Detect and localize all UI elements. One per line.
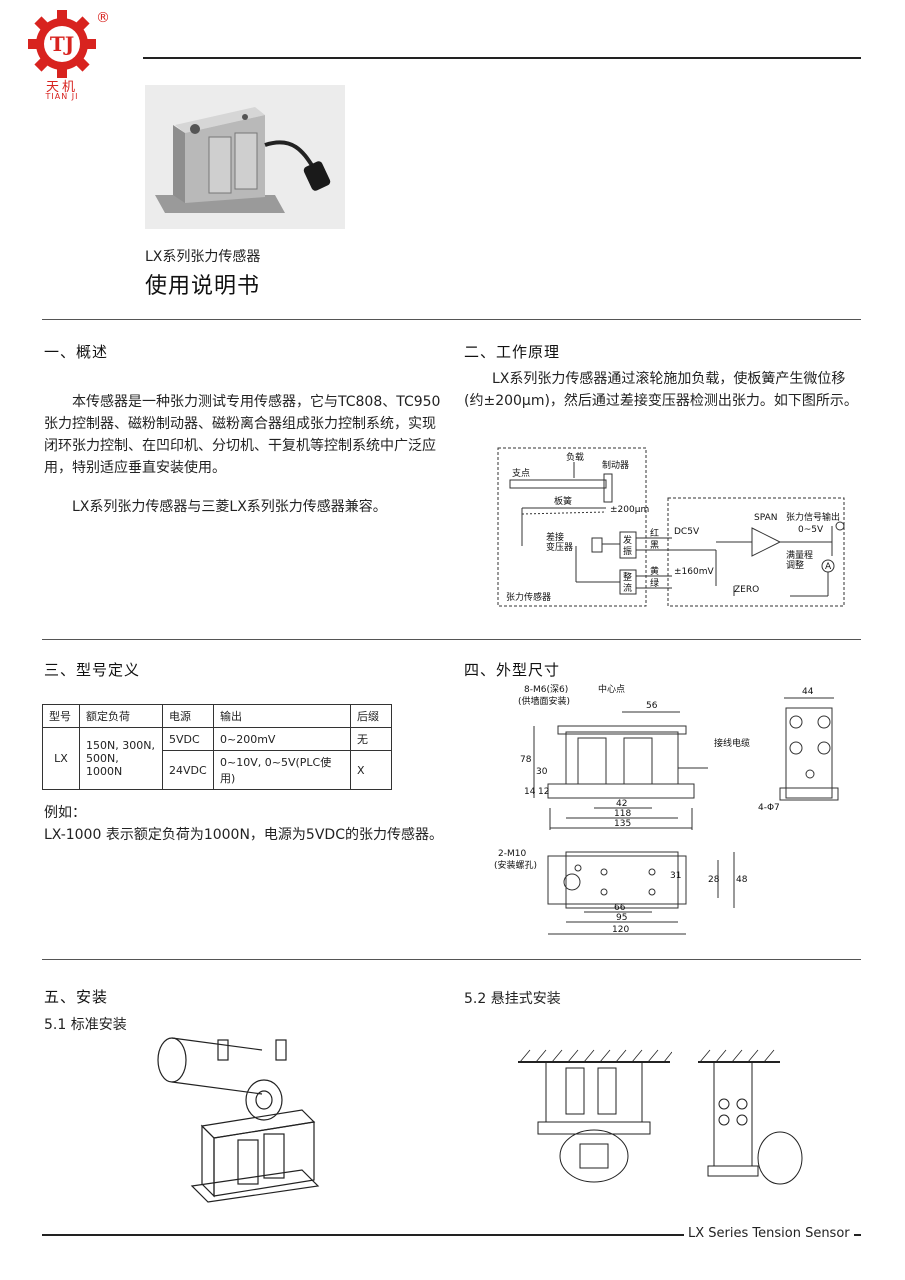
doc-title: 使用说明书 — [145, 274, 261, 299]
dim-12: 12 — [538, 787, 549, 797]
dim-118: 118 — [614, 809, 631, 819]
footer-rule — [42, 1234, 861, 1236]
example-label: 例如： — [44, 805, 86, 821]
standard-install-illustration — [152, 1030, 322, 1210]
section-4-heading: 四、外型尺寸 — [464, 661, 561, 679]
diagram-transformer-label-2: 变压器 — [546, 541, 573, 553]
dim-120: 120 — [612, 925, 629, 935]
diagram-oscillator-label-2: 振 — [623, 545, 632, 557]
product-photo — [145, 85, 345, 229]
diagram-rectifier-label-1: 整 — [623, 571, 632, 583]
diagram-load-label: 负载 — [566, 451, 584, 463]
diagram-fulcrum-label: 支点 — [512, 467, 530, 479]
logo-letters: TJ — [49, 32, 75, 56]
table-header-cell: 型号 — [42, 704, 80, 728]
diagram-mv-label: ±160mV — [674, 567, 714, 577]
dim-phi7: 4-Φ7 — [758, 803, 780, 813]
dimension-drawing: 8-M6(深6) (供墙面安装) 中心点 56 接线电缆 44 78 30 14… — [494, 682, 854, 944]
dim-m6-label: 8-M6(深6) — [524, 684, 568, 695]
dim-14: 14 — [524, 787, 536, 797]
table-cell-suffix: X — [350, 750, 392, 790]
model-definition-table: 型号 额定负荷 电源 输出 后缀 LX 150N, 300N, 500N, 10… — [42, 704, 392, 790]
diagram-full-scale-label-2: 调整 — [786, 559, 804, 571]
rule-3 — [42, 959, 861, 960]
dim-42: 42 — [616, 799, 627, 809]
section-2-paragraph: LX系列张力传感器通过滚轮施加负载，使板簧产生微位移(约±200μm)，然后通过… — [464, 371, 858, 409]
dim-center-label: 中心点 — [598, 683, 625, 695]
diagram-output-range-label: 0~5V — [798, 525, 824, 535]
table-cell-load: 150N, 300N, 500N, 1000N — [79, 727, 163, 790]
diagram-displacement-label: ±200μm — [610, 505, 649, 515]
table-cell-power: 5VDC — [162, 727, 214, 751]
dim-m10-label: 2-M10 — [498, 849, 526, 859]
table-header-row: 型号 额定负荷 电源 输出 后缀 — [42, 704, 392, 728]
example-text: LX-1000 表示额定负荷为1000N，电源为5VDC的张力传感器。 — [44, 827, 443, 843]
diagram-span-label: SPAN — [754, 513, 777, 523]
hanging-install-illustration-2 — [696, 1048, 812, 1188]
doc-subtitle: LX系列张力传感器 — [145, 249, 261, 265]
table-header-cell: 输出 — [213, 704, 351, 728]
table-header-cell: 额定负荷 — [79, 704, 163, 728]
section-5-1-heading: 5.1 标准安装 — [44, 1017, 127, 1033]
table-cell-power: 24VDC — [162, 750, 214, 790]
rule-2 — [42, 639, 861, 640]
section-5-2-heading: 5.2 悬挂式安装 — [464, 991, 561, 1007]
dim-m10-note: (安装螺孔) — [494, 859, 537, 871]
dim-56: 56 — [646, 701, 658, 711]
diagram-spring-label: 板簧 — [554, 495, 572, 507]
diagram-meter-label: A — [825, 562, 832, 572]
diagram-red-wire-label: 红 — [650, 527, 659, 539]
dim-78: 78 — [520, 755, 532, 765]
diagram-rectifier-label-2: 流 — [623, 582, 632, 594]
table-cell-output: 0~200mV — [213, 727, 351, 751]
dim-95: 95 — [616, 913, 627, 923]
dim-cable-label: 接线电缆 — [714, 737, 750, 749]
diagram-black-wire-label: 黑 — [650, 540, 659, 551]
dim-30: 30 — [536, 767, 548, 777]
table-cell-model: LX — [42, 727, 80, 790]
section-3-heading: 三、型号定义 — [44, 661, 141, 679]
table-header-cell: 后缀 — [350, 704, 392, 728]
diagram-transformer-label-1: 差接 — [546, 531, 564, 543]
table-cell-suffix: 无 — [350, 727, 392, 751]
gear-logo-icon — [28, 10, 96, 78]
table-cell-output: 0~10V, 0~5V(PLC使用) — [213, 750, 351, 790]
diagram-output-label: 张力信号输出 — [786, 511, 840, 523]
diagram-brake-label: 制动器 — [602, 459, 629, 471]
diagram-green-wire-label: 绿 — [650, 577, 659, 589]
logo-en-name: TIAN JI — [45, 92, 79, 101]
dim-m6-note: (供墙面安装) — [518, 695, 570, 707]
section-5-heading: 五、安装 — [44, 988, 109, 1006]
diagram-zero-label: ZERO — [734, 585, 759, 595]
rule-1 — [42, 319, 861, 320]
table-header-cell: 电源 — [162, 704, 214, 728]
diagram-full-scale-label-1: 满量程 — [786, 550, 813, 561]
dim-44: 44 — [802, 687, 814, 697]
dim-28: 28 — [708, 875, 720, 885]
section-1-paragraph-1: 本传感器是一种张力测试专用传感器，它与TC808、TC950张力控制器、磁粉制动… — [44, 394, 441, 476]
working-principle-diagram: 支点 负载 制动器 板簧 ±200μm 差接 变压器 发 振 整 流 红 黑 黄… — [496, 446, 852, 610]
sensor-photo-image — [145, 85, 345, 229]
hanging-install-illustration-1 — [516, 1048, 673, 1188]
dim-66: 66 — [614, 903, 626, 913]
table-row: LX 150N, 300N, 500N, 1000N 5VDC 0~200mV … — [42, 727, 392, 790]
diagram-yellow-wire-label: 黄 — [650, 565, 659, 577]
logo-cn-name: 天机 — [45, 80, 78, 95]
footer-series-name: LX Series Tension Sensor — [684, 1226, 854, 1241]
dim-31: 31 — [670, 871, 681, 881]
diagram-oscillator-label-1: 发 — [623, 534, 632, 546]
section-1-paragraph-2: LX系列张力传感器与三菱LX系列张力传感器兼容。 — [72, 499, 387, 515]
section-2-heading: 二、工作原理 — [464, 343, 561, 361]
diagram-dc5v-label: DC5V — [674, 527, 700, 537]
brand-logo: TJ ® 天机 TIAN JI — [22, 8, 122, 101]
section-1-heading: 一、概述 — [44, 343, 109, 361]
registered-mark: ® — [96, 10, 110, 26]
dim-48: 48 — [736, 875, 748, 885]
dim-135: 135 — [614, 819, 631, 829]
table-row: 24VDC 0~10V, 0~5V(PLC使用) X — [43, 750, 392, 790]
diagram-sensor-label: 张力传感器 — [506, 591, 551, 603]
header-rule — [143, 57, 861, 59]
